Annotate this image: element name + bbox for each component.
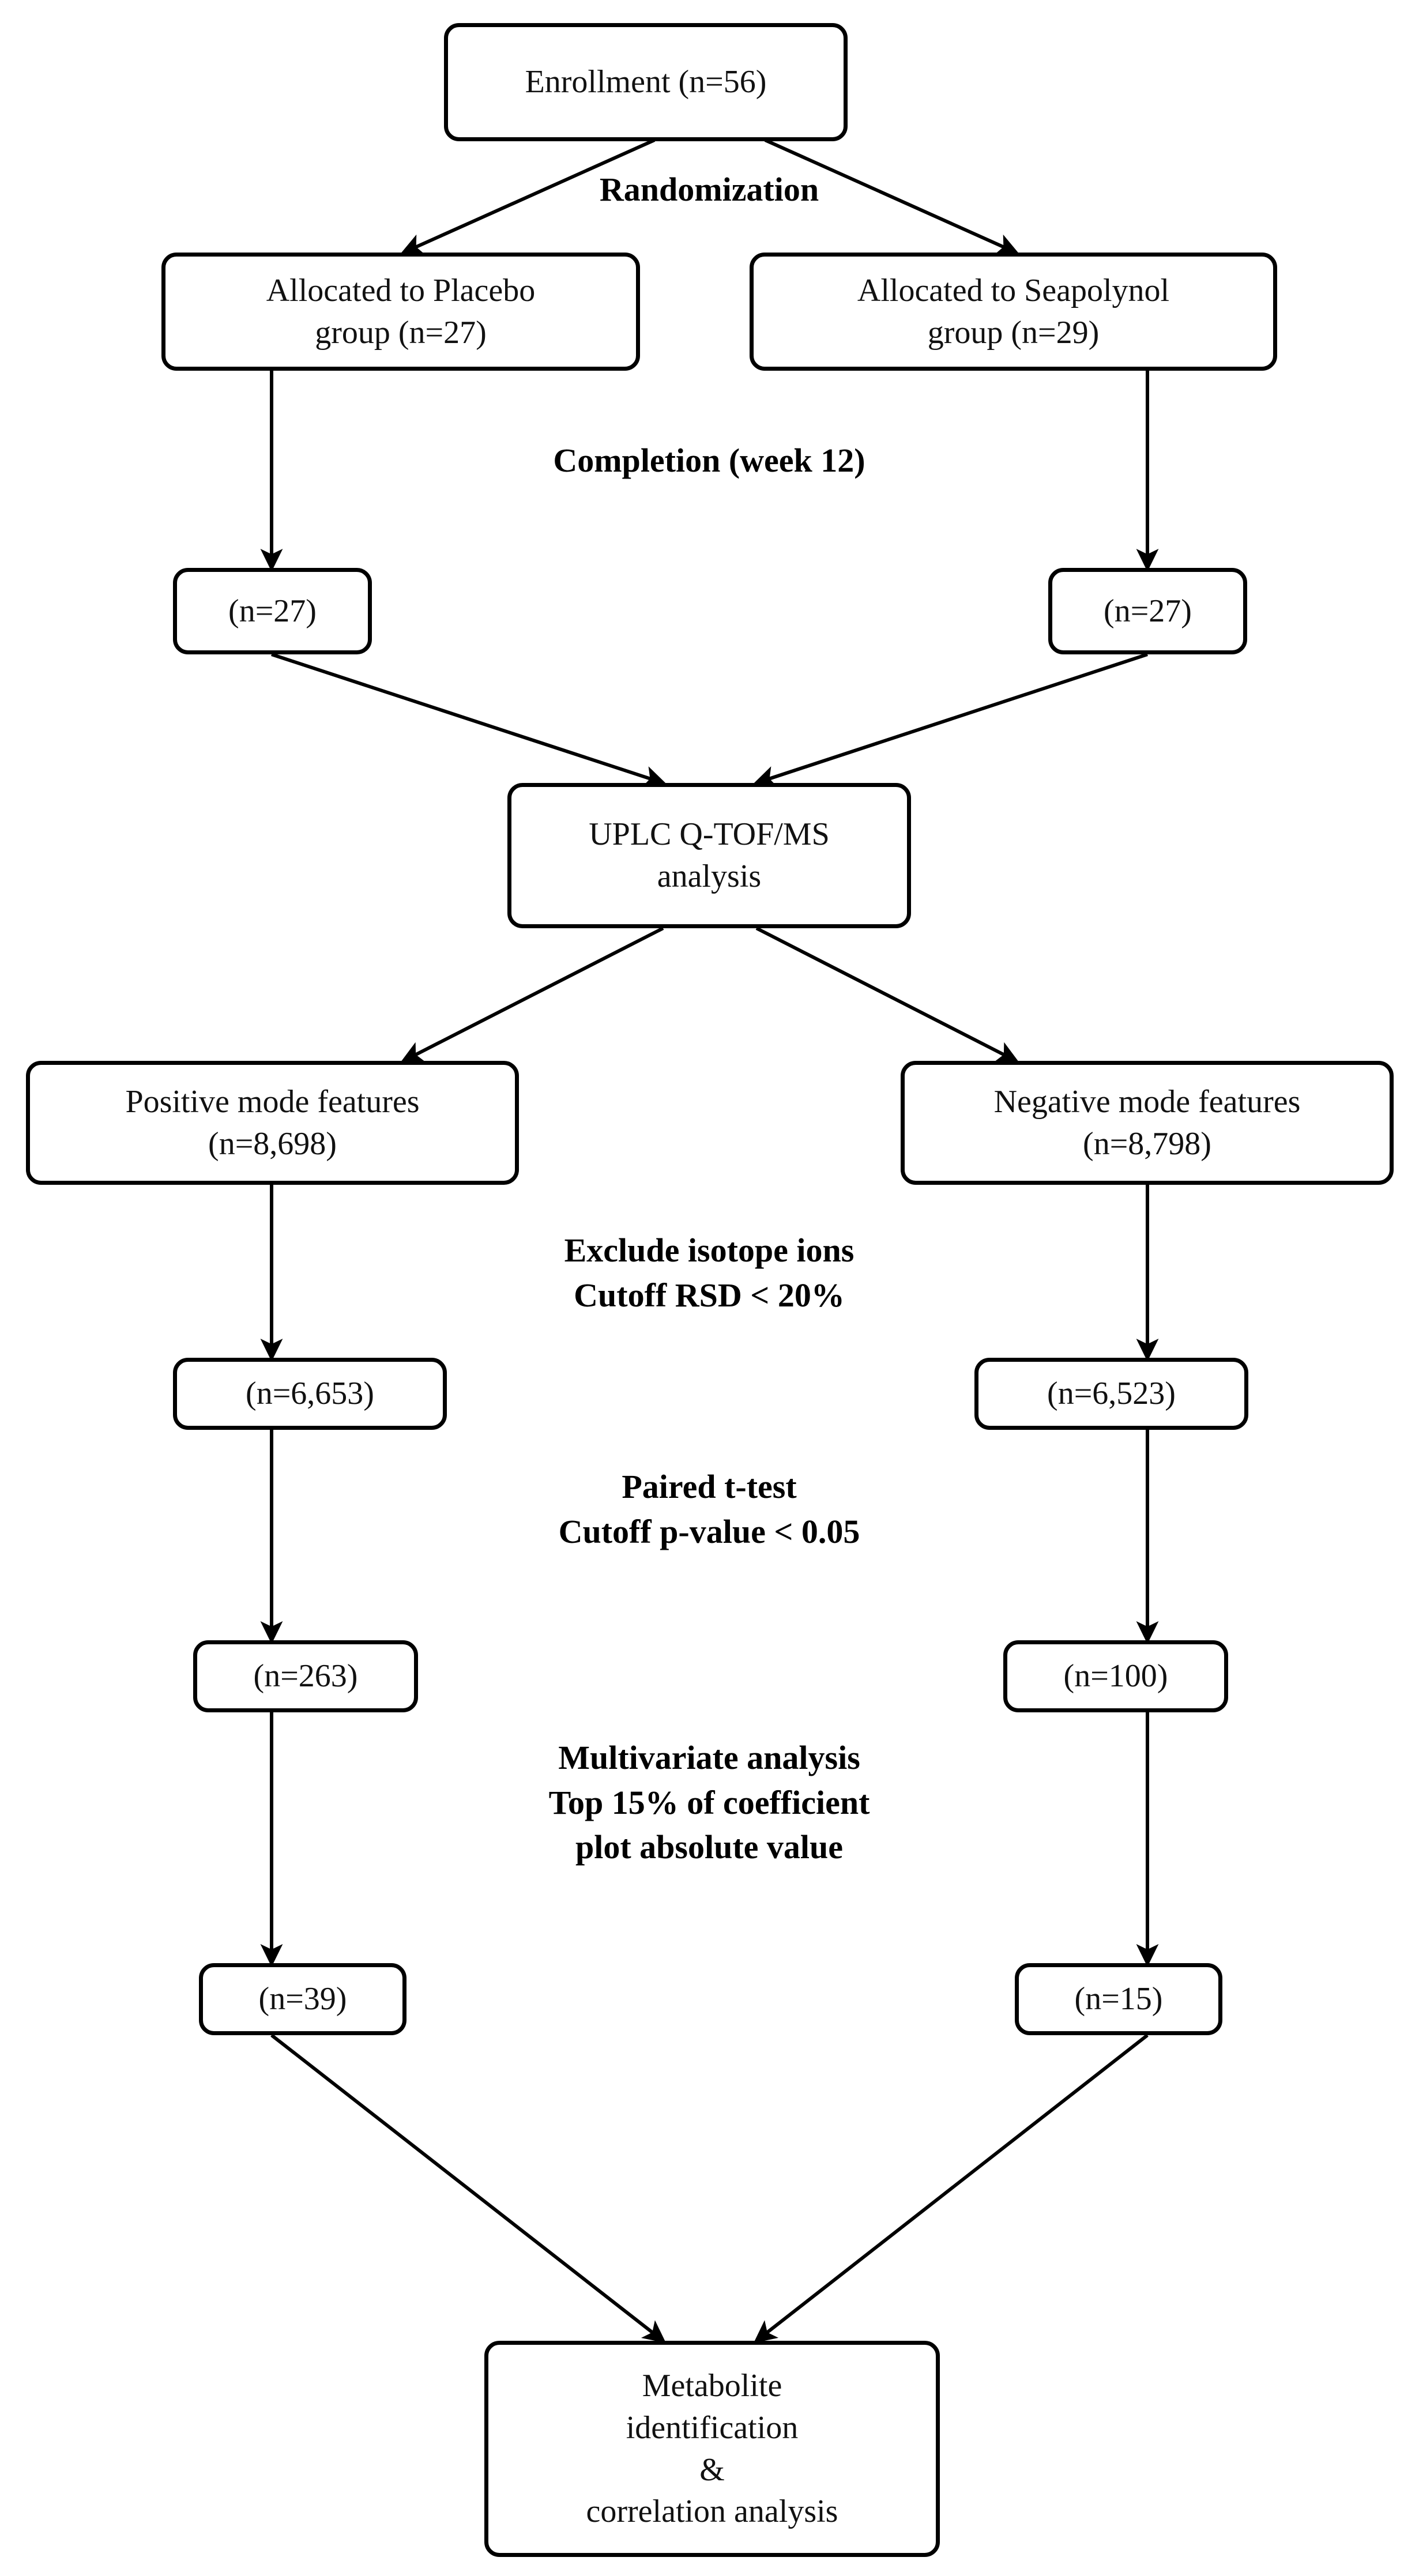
node-allocated-placebo: Allocated to Placebo group (n=27) [161,253,640,371]
label-multivariate-filter-line-1: Multivariate analysis [558,1739,860,1776]
node-positive-rsd-line-1: (n=6,653) [246,1376,374,1412]
label-multivariate-filter-line-2: Top 15% of coefficient [548,1783,870,1821]
node-allocated-placebo-line-2: group (n=27) [315,314,487,351]
label-completion: Completion (week 12) [507,438,911,483]
label-isotope-filter: Exclude isotope ions Cutoff RSD < 20% [479,1228,940,1317]
label-multivariate-filter-line-3: plot absolute value [575,1828,844,1866]
connector-completed-seapolynol-to-uplc [752,653,1148,788]
connector-positive-final-to-metabolite [270,2033,667,2343]
node-uplc-analysis: UPLC Q-TOF/MS analysis [507,783,911,928]
node-negative-ttest: (n=100) [1003,1640,1228,1712]
node-metabolite-identification-line-4: correlation analysis [586,2494,838,2530]
connector-completed-placebo-to-uplc [271,653,667,788]
label-isotope-filter-line-1: Exclude isotope ions [564,1231,855,1269]
node-positive-rsd: (n=6,653) [173,1358,447,1430]
label-ttest-filter-line-2: Cutoff p-value < 0.05 [558,1512,860,1550]
node-enrollment-line-1: Enrollment (n=56) [525,64,767,100]
label-completion-line-1: Completion (week 12) [553,442,865,479]
label-isotope-filter-line-2: Cutoff RSD < 20% [574,1276,845,1314]
node-negative-mode-features-line-1: Negative mode features [993,1083,1301,1120]
node-positive-ttest-line-1: (n=263) [253,1658,358,1694]
connector-uplc-to-positive [400,927,664,1063]
node-completed-seapolynol: (n=27) [1048,568,1247,654]
node-negative-mode-features-line-2: (n=8,798) [1083,1125,1211,1162]
node-metabolite-identification: Metabolite identification & correlation … [484,2341,940,2557]
label-randomization-line-1: Randomization [599,171,819,208]
node-positive-ttest: (n=263) [193,1640,418,1712]
node-negative-mode-features: Negative mode features (n=8,798) [901,1061,1394,1185]
label-ttest-filter: Paired t-test Cutoff p-value < 0.05 [479,1464,940,1554]
node-negative-final-line-1: (n=15) [1074,1981,1163,2017]
node-allocated-placebo-line-1: Allocated to Placebo [266,272,536,308]
node-allocated-seapolynol-line-1: Allocated to Seapolynol [857,272,1170,308]
node-positive-mode-features-line-1: Positive mode features [125,1083,420,1120]
connector-negative-final-to-metabolite [753,2033,1149,2343]
connector-uplc-to-negative [755,927,1019,1063]
node-completed-placebo: (n=27) [173,568,372,654]
node-positive-final-line-1: (n=39) [258,1981,347,2017]
node-completed-placebo-line-1: (n=27) [228,593,317,629]
node-positive-mode-features-line-2: (n=8,698) [208,1125,337,1162]
label-ttest-filter-line-1: Paired t-test [622,1468,797,1505]
node-allocated-seapolynol: Allocated to Seapolynol group (n=29) [750,253,1277,371]
label-randomization: Randomization [507,167,911,212]
node-metabolite-identification-line-3: & [699,2451,725,2488]
node-uplc-analysis-line-1: UPLC Q-TOF/MS [589,816,830,853]
node-metabolite-identification-line-1: Metabolite [642,2367,782,2404]
node-allocated-seapolynol-line-2: group (n=29) [927,314,1100,351]
node-negative-final: (n=15) [1015,1963,1222,2035]
node-positive-mode-features: Positive mode features (n=8,698) [26,1061,519,1185]
node-negative-rsd: (n=6,523) [974,1358,1248,1430]
node-negative-rsd-line-1: (n=6,523) [1047,1376,1176,1412]
label-multivariate-filter: Multivariate analysis Top 15% of coeffic… [450,1735,969,1870]
node-positive-final: (n=39) [199,1963,406,2035]
node-completed-seapolynol-line-1: (n=27) [1104,593,1192,629]
node-enrollment: Enrollment (n=56) [444,23,848,141]
node-uplc-analysis-line-2: analysis [657,858,762,894]
node-metabolite-identification-line-2: identification [626,2409,799,2446]
node-negative-ttest-line-1: (n=100) [1063,1658,1168,1694]
